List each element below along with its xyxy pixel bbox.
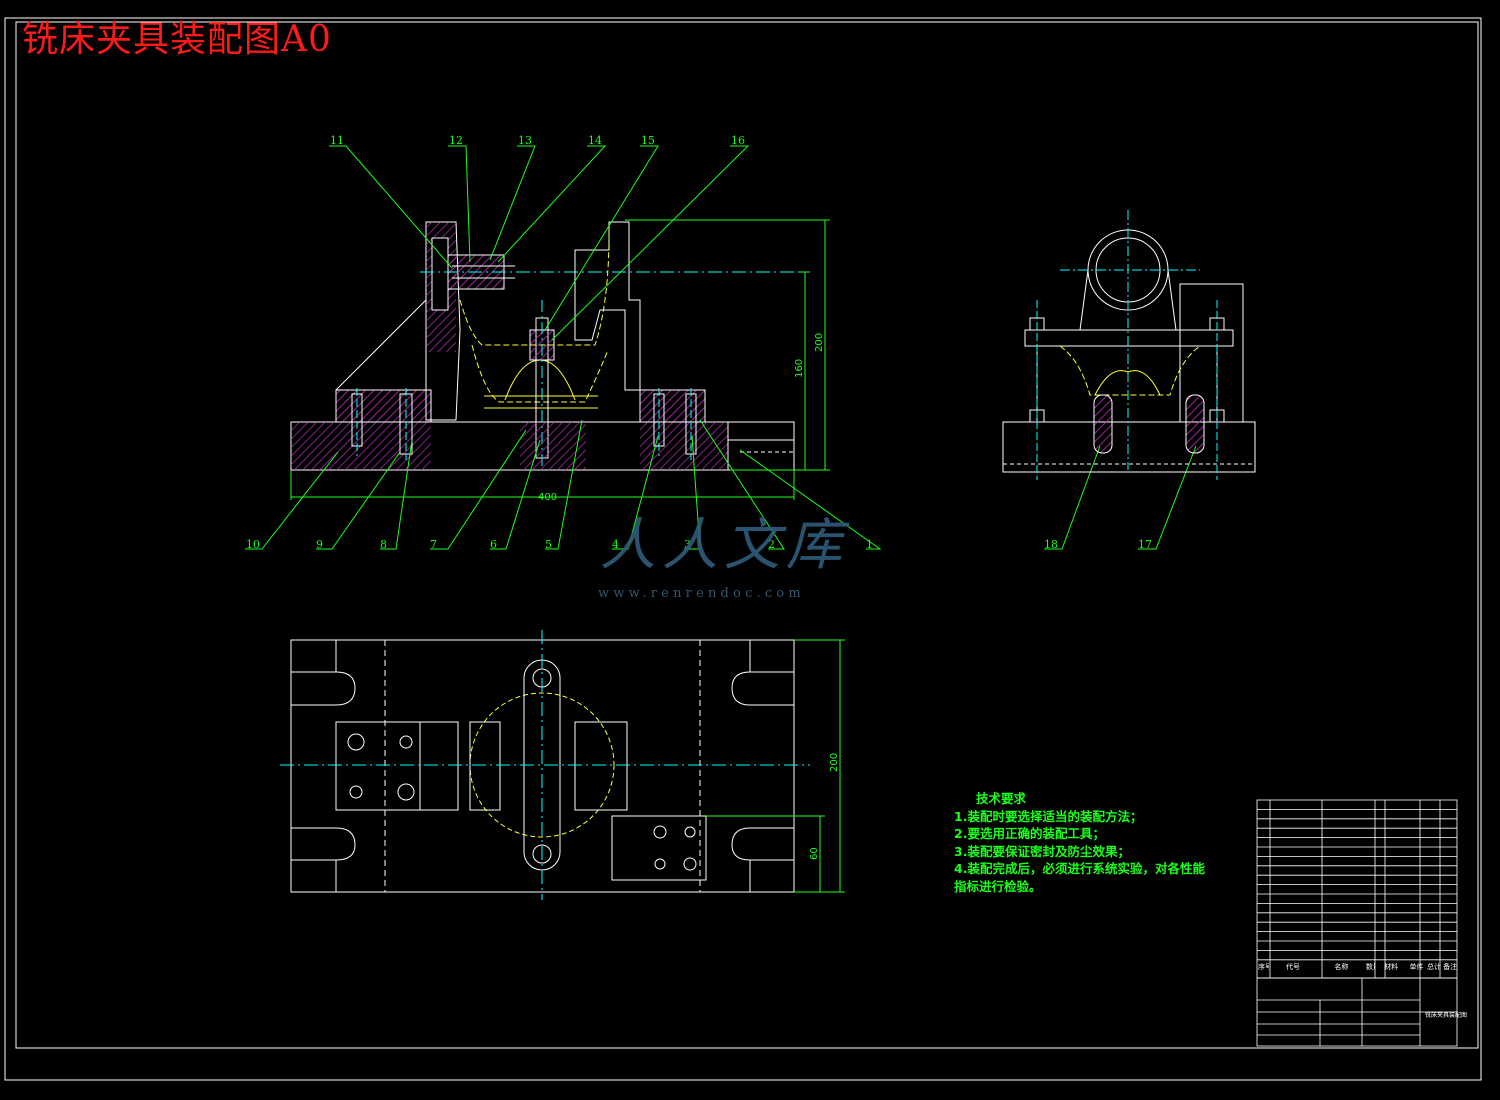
side-view — [1002, 210, 1256, 480]
requirement-1: 1.装配时要选择适当的装配方法； — [954, 808, 1143, 824]
inner-border — [15, 21, 1479, 1049]
dim-top-depth: 200 — [829, 753, 840, 772]
watermark-logo: 人人文库 — [600, 513, 848, 578]
leader-lines — [245, 145, 1197, 550]
part-callout-11: 11 — [330, 134, 344, 147]
part-callout-1: 1 — [866, 538, 873, 551]
parts-list-header-cell: 名称 — [1334, 963, 1349, 971]
technical-requirements-title: 技术要求 — [976, 791, 1027, 806]
title-block-drawing-name: 铣床夹具装配图 — [1425, 1011, 1467, 1019]
parts-list-header-cell: 材料 — [1384, 963, 1399, 971]
part-callout-10: 10 — [246, 538, 260, 551]
top-view — [280, 630, 810, 900]
part-callout-14: 14 — [588, 134, 602, 147]
part-callout-15: 15 — [641, 134, 655, 147]
outer-border — [4, 17, 1482, 1081]
front-dimensions — [290, 219, 830, 500]
part-callout-3: 3 — [684, 538, 691, 551]
part-callout-7: 7 — [430, 538, 437, 551]
part-callout-8: 8 — [380, 538, 387, 551]
top-dimensions — [706, 639, 845, 893]
parts-list-header-cell: 总计 — [1427, 963, 1442, 971]
front-view — [290, 221, 810, 471]
part-callout-6: 6 — [490, 538, 497, 551]
parts-list-header-cell: 代号 — [1286, 963, 1301, 971]
dim-front-height-2: 160 — [794, 359, 805, 378]
part-callout-2: 2 — [768, 538, 775, 551]
requirement-2: 2.要选用正确的装配工具； — [954, 826, 1105, 841]
part-callout-13: 13 — [518, 134, 532, 147]
requirement-5: 指标进行检验。 — [954, 878, 1042, 894]
dim-front-height-1: 200 — [814, 333, 825, 352]
part-callout-4: 4 — [612, 538, 619, 551]
requirement-4: 4.装配完成后，必须进行系统实验，对各性能 — [954, 861, 1205, 876]
dim-front-width: 400 — [538, 492, 557, 503]
requirement-3: 3.装配要保证密封及防尘效果； — [954, 843, 1130, 859]
title-block — [1256, 799, 1458, 1047]
parts-list-header-cell: 单件 — [1409, 963, 1424, 971]
part-callout-9: 9 — [316, 538, 323, 551]
part-callout-5: 5 — [545, 538, 552, 551]
parts-list-header-cell: 数量 — [1365, 963, 1375, 971]
drawing-title: 铣床夹具装配图A0 — [22, 19, 332, 60]
dim-top-offset: 60 — [809, 847, 820, 860]
technical-requirements: 技术要求 1.装配时要选择适当的装配方法； 2.要选用正确的装配工具； 3.装配… — [954, 790, 1205, 895]
parts-list-header-cell: 备注 — [1443, 963, 1458, 971]
part-callout-17: 17 — [1138, 538, 1152, 551]
part-callout-18: 18 — [1044, 538, 1058, 551]
part-callout-12: 12 — [449, 134, 463, 147]
part-callout-16: 16 — [731, 134, 745, 147]
parts-list-header-cell: 序号 — [1258, 963, 1270, 971]
watermark-url: www.renrendoc.com — [598, 586, 805, 601]
